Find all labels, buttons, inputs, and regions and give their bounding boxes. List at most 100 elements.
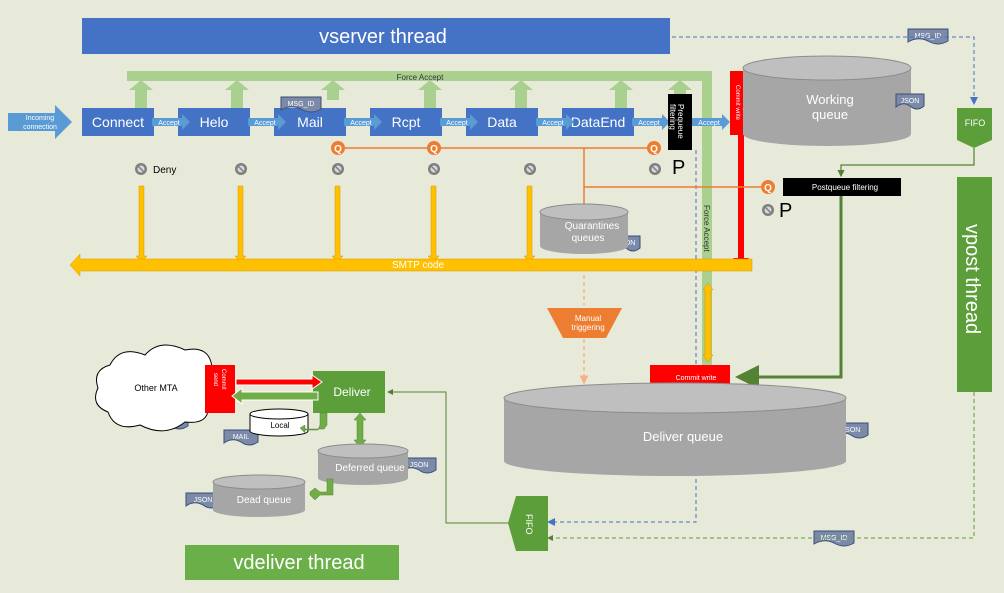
- fifo-bottom-label: FIFO: [524, 514, 534, 535]
- vpost-return-line: [547, 392, 975, 541]
- commit-down-line: [738, 135, 744, 260]
- prequeue-line2: filtering: [668, 104, 677, 130]
- force-accept-label: Force Accept: [397, 73, 444, 82]
- json-tag-deferred-text: JSON: [410, 462, 429, 469]
- quarantine-lines: [345, 147, 768, 210]
- json-tag-dead-text: JSON: [194, 497, 213, 504]
- accept-label-6: Accept: [638, 120, 659, 127]
- incoming-connection-arrow: [8, 105, 72, 139]
- stage-connect: [82, 108, 154, 136]
- deferred-queue: Deferred queue: [317, 443, 409, 485]
- deliver-box: [313, 371, 385, 413]
- accept-commit-line2: Commit write: [734, 85, 740, 121]
- deny-icon-mail: [332, 163, 344, 175]
- svg-text:Q: Q: [764, 183, 772, 194]
- deferred-queue-label: Deferred queue: [335, 463, 405, 474]
- deny-icon-connect: [135, 163, 147, 175]
- accept-label-1: Accept: [158, 120, 179, 127]
- svg-text:Q: Q: [334, 144, 342, 155]
- p-label-prequeue: P: [672, 157, 685, 179]
- stage-mail-label: Mail: [297, 114, 323, 130]
- local-label: Local: [270, 421, 289, 430]
- quarantine-queue: Quarantines queues: [539, 203, 629, 254]
- q-icon-postqueue: [761, 180, 775, 194]
- accept-arrows: [152, 114, 730, 130]
- msg-id-tag-mail-text: MSG_ID: [288, 101, 315, 108]
- manual-line2: triggering: [571, 323, 604, 332]
- working-queue-line1: Working: [806, 92, 853, 107]
- commit-write-label: Commit write: [676, 375, 717, 382]
- deny-icon-data: [524, 163, 536, 175]
- stage-helo-label: Helo: [200, 114, 229, 130]
- deny-icon-rcpt: [428, 163, 440, 175]
- msg-id-tag-bottom: MSG_ID: [813, 530, 855, 547]
- json-tag-deliver-text: JSON: [842, 427, 861, 434]
- commit-send-line2: send: [212, 373, 218, 386]
- deliver-deferred-arrow: [353, 412, 367, 448]
- quarantine-line2: queues: [572, 233, 605, 244]
- incoming-line2: connection: [23, 124, 57, 131]
- deliver-queue-label: Deliver queue: [643, 429, 723, 444]
- force-accept-bar: [127, 71, 712, 81]
- svg-text:Q: Q: [430, 144, 438, 155]
- prequeue-filtering-box: [668, 94, 692, 150]
- accept-label-7: Accept: [698, 120, 719, 127]
- stage-rcpt-label: Rcpt: [392, 114, 421, 130]
- commit-send-box: [205, 365, 235, 413]
- deny-label: Deny: [153, 165, 176, 176]
- p-label-postqueue: P: [779, 200, 792, 222]
- msg-id-flow-lines: [547, 36, 978, 526]
- manual-triggering-box: [547, 308, 622, 338]
- json-tag-working: JSON: [895, 93, 925, 110]
- q-icon-mail: [331, 141, 345, 155]
- prequeue-line1: Prequeue: [676, 104, 685, 139]
- stage-connect-label: Connect: [92, 114, 144, 130]
- fifo-top-label: FIFO: [965, 118, 986, 128]
- fifo-to-deliver-line: [387, 389, 508, 524]
- deliver-queue: Deliver queue: [503, 382, 847, 476]
- force-accept-vertical-label: Force Accept: [702, 205, 711, 252]
- quarantine-line1: Quarantines: [565, 221, 619, 232]
- fifo-to-postqueue-line: [837, 148, 975, 178]
- other-mta-label: Other MTA: [134, 383, 177, 393]
- mail-tag-local-text: MAIL: [233, 434, 249, 441]
- q-icon-dataend: [647, 141, 661, 155]
- force-accept-vertical-bar: [702, 71, 712, 371]
- msg-id-tag-mail: MSG_ID: [280, 96, 322, 113]
- commit-bidirectional-arrow: [702, 282, 714, 363]
- deliver-label: Deliver: [333, 385, 370, 399]
- stage-dataend-label: DataEnd: [571, 114, 625, 130]
- dead-queue-label: Dead queue: [237, 495, 292, 506]
- vdeliver-thread-banner: [185, 545, 399, 580]
- commit-send-line1: Commit: [220, 369, 226, 390]
- postqueue-filtering-box: [783, 178, 901, 196]
- vpost-thread-title: vpost thread: [961, 224, 983, 334]
- deny-icons: [135, 163, 774, 216]
- manual-line1: Manual: [575, 314, 601, 323]
- json-tag-working-text: JSON: [901, 98, 920, 105]
- mail-tag-local: MAIL: [223, 429, 259, 446]
- stage-data-label: Data: [487, 114, 517, 130]
- fifo-bottom: [508, 496, 548, 551]
- svg-text:Q: Q: [650, 144, 658, 155]
- smtp-code-bar: [69, 253, 753, 277]
- accept-label-3: Accept: [350, 120, 371, 127]
- msg-id-tag-bottom-text: MSG_ID: [821, 535, 848, 542]
- dead-queue: Dead queue: [212, 474, 306, 517]
- deny-icon-dataend: [649, 163, 661, 175]
- deliver-to-mta-arrow: [235, 374, 323, 390]
- deliver-to-local-arrow: [299, 412, 328, 434]
- postqueue-filtering-label: Postqueue filtering: [812, 183, 878, 192]
- deferred-to-dead-arrow: [309, 478, 334, 501]
- q-icons: Q Q Q Q: [331, 141, 775, 194]
- accept-label-4: Accept: [446, 120, 467, 127]
- local-queue: Local: [249, 408, 309, 437]
- fifo-top: [957, 108, 992, 148]
- smtp-code-arrows: [135, 185, 536, 263]
- accept-label-5: Accept: [542, 120, 563, 127]
- incoming-line1: Incoming: [26, 115, 55, 122]
- vserver-thread-title: vserver thread: [319, 26, 447, 48]
- mta-to-deliver-arrow: [231, 386, 319, 406]
- accept-label-2: Accept: [254, 120, 275, 127]
